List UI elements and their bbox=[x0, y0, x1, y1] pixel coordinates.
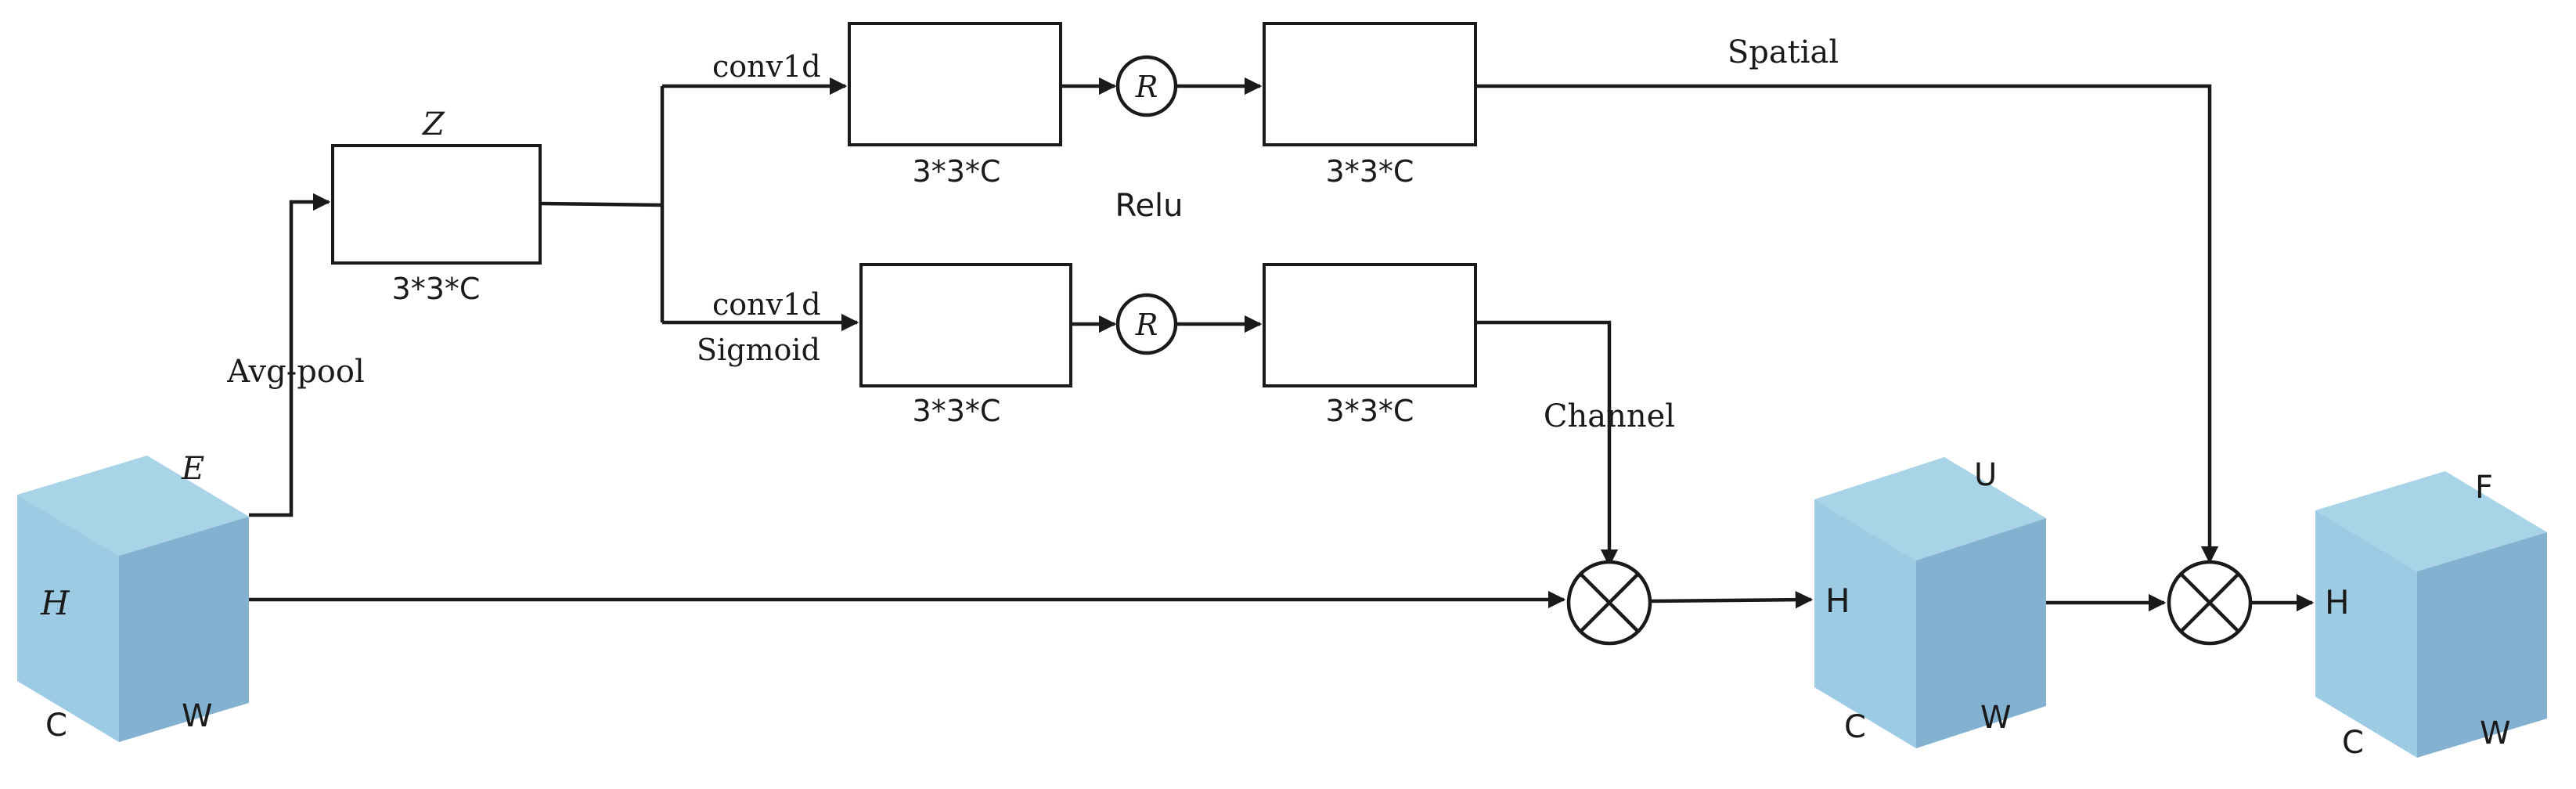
channel-multiply-op bbox=[1566, 560, 1652, 646]
input-cube-label-w: W bbox=[182, 698, 213, 734]
u-cube-label-w: W bbox=[1980, 700, 2012, 736]
u-cube-top-face bbox=[1814, 457, 2046, 560]
lower-conv-block-dims: 3*3*C bbox=[913, 394, 1001, 428]
z-block bbox=[331, 144, 542, 265]
upper-relu-symbol: R bbox=[1135, 70, 1158, 104]
relu-label: Relu bbox=[1115, 188, 1183, 224]
f-feature-cube: F H C W bbox=[2315, 470, 2547, 761]
input-cube-side-face bbox=[119, 517, 249, 742]
channel-multiply-cross-b bbox=[1579, 572, 1640, 633]
input-cube-label-h: H bbox=[40, 584, 70, 622]
z-block-label: Z bbox=[421, 106, 445, 142]
lower-relu-op: R bbox=[1115, 293, 1178, 355]
upper-conv-block bbox=[848, 22, 1062, 146]
lower-conv-block bbox=[859, 263, 1072, 387]
input-cube-front-face bbox=[17, 495, 119, 742]
f-cube-label-c: C bbox=[2342, 725, 2364, 761]
lower-output-block bbox=[1263, 263, 1477, 387]
lower-relu-symbol: R bbox=[1135, 308, 1158, 342]
f-cube-top-face bbox=[2315, 471, 2547, 571]
lower-output-block-dims: 3*3*C bbox=[1326, 394, 1414, 428]
input-cube-top-face bbox=[17, 456, 249, 556]
spatial-arrow bbox=[1475, 84, 2219, 564]
f-cube-front-face bbox=[2315, 510, 2417, 758]
channel-multiply-to-u-arrow bbox=[1649, 590, 1814, 609]
u-cube-front-face bbox=[1814, 499, 1916, 748]
u-cube-side-face bbox=[1916, 518, 2046, 748]
f-cube-label-f: F bbox=[2475, 470, 2493, 506]
upper-conv1d-label: conv1d bbox=[712, 49, 821, 84]
spatial-multiply-op bbox=[2167, 560, 2253, 646]
spatial-multiply-cross-b bbox=[2179, 572, 2240, 633]
channel-arrow bbox=[1475, 320, 1619, 567]
input-cube-label-c: C bbox=[45, 708, 67, 744]
lower-sigmoid-label: Sigmoid bbox=[697, 333, 820, 367]
lower-conv1d-label: conv1d bbox=[712, 287, 821, 322]
f-cube-label-w: W bbox=[2480, 715, 2511, 751]
f-cube-label-h: H bbox=[2325, 583, 2350, 621]
avg-pool-arrow bbox=[249, 193, 331, 517]
u-cube-label-h: H bbox=[1825, 582, 1850, 620]
avg-pool-label: Avg-pool bbox=[226, 354, 365, 390]
z-block-dims: 3*3*C bbox=[392, 272, 481, 306]
f-cube-side-face bbox=[2417, 532, 2547, 758]
spatial-label: Spatial bbox=[1728, 34, 1839, 70]
z-to-split-wire bbox=[539, 201, 663, 207]
channel-label: Channel bbox=[1544, 398, 1675, 434]
upper-conv-block-dims: 3*3*C bbox=[913, 154, 1001, 189]
u-cube-label-c: C bbox=[1844, 709, 1866, 745]
upper-output-block-dims: 3*3*C bbox=[1326, 154, 1414, 189]
upper-output-block bbox=[1263, 22, 1477, 146]
input-feature-cube: E H C W bbox=[17, 451, 249, 744]
upper-relu-op: R bbox=[1115, 55, 1178, 117]
u-cube-label-u: U bbox=[1974, 457, 1997, 493]
u-feature-cube: U H C W bbox=[1814, 457, 2046, 748]
input-cube-label-e: E bbox=[181, 451, 204, 487]
